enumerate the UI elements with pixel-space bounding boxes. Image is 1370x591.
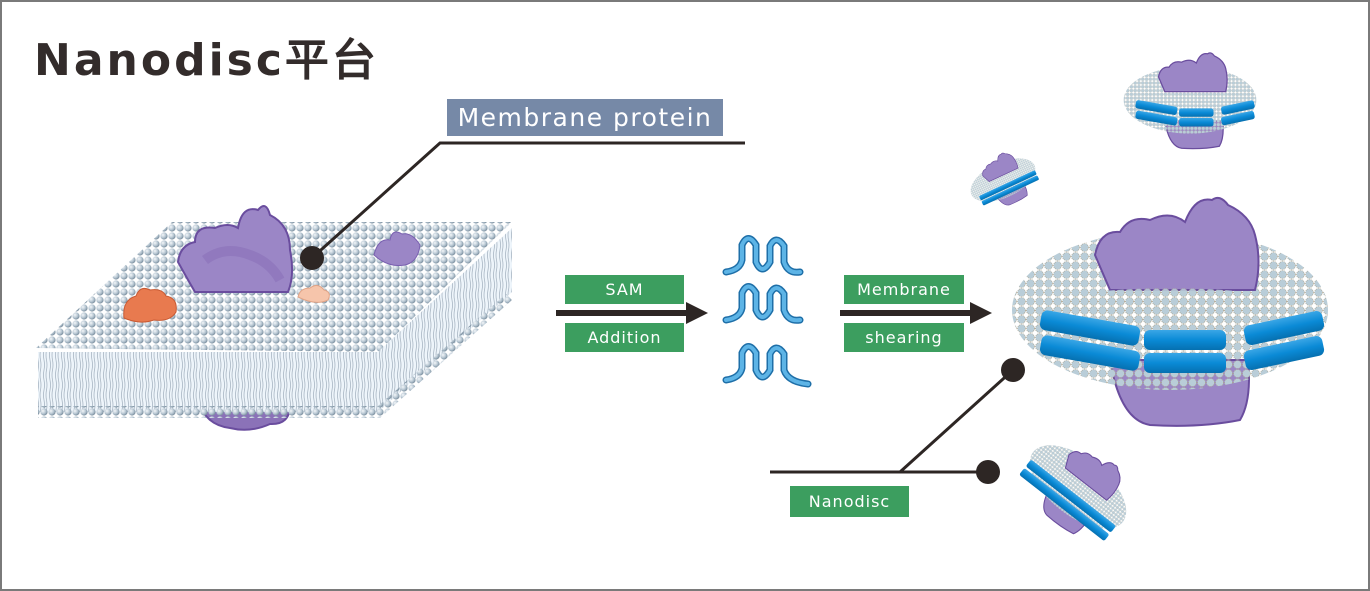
nanodisc-pointer-dot-2 [976, 460, 1000, 484]
nanodisc-pointer-line-1 [898, 368, 1015, 474]
addition-label: Addition [565, 323, 684, 352]
nanodisc-pointer-dot-1 [1001, 358, 1025, 382]
orange-protein [123, 288, 177, 323]
sam-polymer [722, 235, 812, 388]
nanodisc-large [1012, 196, 1328, 427]
shearing-label: shearing [844, 323, 964, 352]
membrane-protein-small [373, 231, 421, 266]
nanodisc-small [970, 152, 1039, 206]
arrow-membrane-shearing [840, 302, 992, 324]
nanodisc-top-right [1123, 52, 1257, 150]
sam-label: SAM [565, 275, 684, 304]
arrow-sam-addition [556, 302, 708, 324]
membrane-label: Membrane [844, 275, 964, 304]
membrane-protein-label: Membrane protein [447, 99, 723, 136]
nanodisc-bottom-right [1019, 445, 1127, 541]
membrane-protein-pointer-line [310, 141, 745, 260]
membrane-protein-pointer-dot [300, 246, 324, 270]
page-title: Nanodisc平台 [34, 35, 379, 86]
pink-protein [297, 284, 330, 303]
nanodisc-label: Nanodisc [790, 486, 909, 517]
